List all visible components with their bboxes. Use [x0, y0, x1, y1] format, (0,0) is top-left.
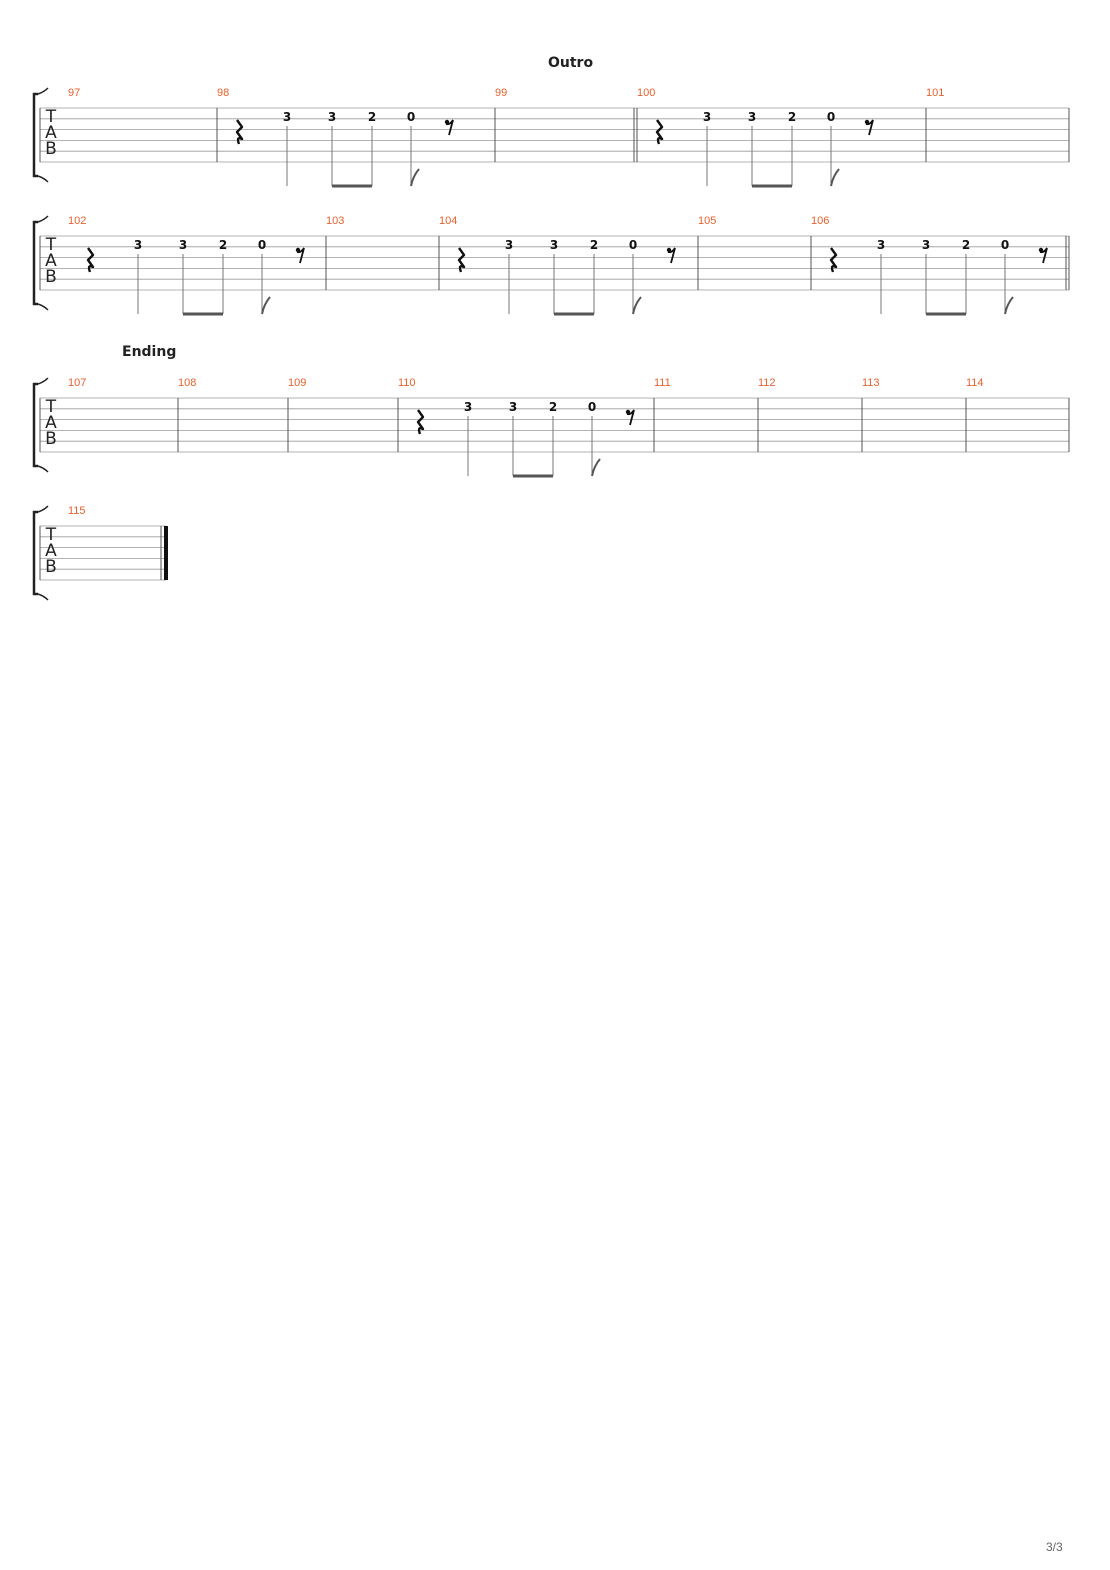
eighth-rest-dot — [295, 247, 301, 253]
fret-number: 3 — [877, 238, 885, 252]
fret-number: 3 — [703, 110, 711, 124]
measure-number: 101 — [926, 87, 944, 99]
quarter-rest — [829, 247, 838, 273]
eighth-flag — [261, 296, 271, 315]
tab-system: TAB 107 108 109 110 3 3 2 0 111 112 113 114 — [32, 377, 1070, 478]
fret-number: 3 — [283, 110, 291, 124]
eighth-flag — [410, 168, 420, 187]
fret-number: 3 — [179, 238, 187, 252]
fret-number: 3 — [464, 400, 472, 414]
measure-number: 114 — [966, 377, 984, 389]
measure-number: 98 — [217, 87, 229, 99]
fret-number: 3 — [509, 400, 517, 414]
tab-clef-letter: B — [45, 429, 57, 449]
tab-clef-letter: A — [45, 251, 57, 271]
measure-number: 99 — [495, 87, 507, 99]
measure-number: 97 — [68, 87, 80, 99]
quarter-rest — [235, 119, 244, 145]
eighth-rest — [626, 409, 635, 426]
fret-number: 3 — [505, 238, 513, 252]
system-bracket — [32, 382, 38, 468]
eighth-rest-dot — [444, 119, 450, 125]
tab-clef-letter: A — [45, 413, 57, 433]
fret-number: 2 — [219, 238, 227, 252]
eighth-rest-dot — [864, 119, 870, 125]
measure-number: 106 — [811, 215, 829, 227]
quarter-rest — [457, 247, 466, 273]
measure-number: 110 — [398, 377, 416, 389]
bracket-hook-top — [37, 505, 49, 513]
measure-number: 112 — [758, 377, 776, 389]
measure-number: 103 — [326, 215, 344, 227]
eighth-rest-dot — [625, 409, 631, 415]
tab-clef-letter: A — [45, 123, 57, 143]
eighth-rest — [865, 119, 874, 136]
measure-number: 102 — [68, 215, 86, 227]
eighth-rest-dot — [1038, 247, 1044, 253]
fret-number: 2 — [590, 238, 598, 252]
eighth-rest-dot — [666, 247, 672, 253]
tab-clef-letter: T — [45, 107, 57, 127]
eighth-flag — [632, 296, 642, 315]
fret-number: 0 — [258, 238, 266, 252]
tab-system: TAB 102 3 3 2 0 103 104 3 3 2 0 105 106 3 3 2 0 — [32, 215, 1070, 316]
measure-number: 100 — [637, 87, 655, 99]
fret-number: 0 — [827, 110, 835, 124]
eighth-flag — [1004, 296, 1014, 315]
bracket-hook-bottom — [37, 303, 49, 311]
bracket-hook-bottom — [37, 175, 49, 183]
eighth-rest — [445, 119, 454, 136]
bracket-hook-top — [37, 87, 49, 95]
system-bracket — [32, 220, 38, 306]
measure-number: 109 — [288, 377, 306, 389]
system-bracket — [32, 92, 38, 178]
eighth-rest — [296, 247, 305, 264]
fret-number: 3 — [328, 110, 336, 124]
fret-number: 0 — [629, 238, 637, 252]
section-label-outro: Outro — [548, 55, 594, 71]
measure-number: 107 — [68, 377, 86, 389]
fret-number: 0 — [407, 110, 415, 124]
bracket-hook-bottom — [37, 593, 49, 601]
eighth-flag — [591, 458, 601, 477]
fret-number: 3 — [748, 110, 756, 124]
tab-clef-letter: T — [45, 397, 57, 417]
measure-number: 115 — [68, 505, 86, 517]
fret-number: 2 — [788, 110, 796, 124]
bracket-hook-top — [37, 377, 49, 385]
fret-number: 2 — [368, 110, 376, 124]
eighth-flag — [830, 168, 840, 187]
bracket-hook-top — [37, 215, 49, 223]
fret-number: 0 — [588, 400, 596, 414]
fret-number: 2 — [962, 238, 970, 252]
fret-number: 0 — [1001, 238, 1009, 252]
measure-number: 105 — [698, 215, 716, 227]
eighth-rest — [667, 247, 676, 264]
measure-number: 104 — [439, 215, 457, 227]
eighth-rest — [1039, 247, 1048, 264]
tab-clef-letter: B — [45, 139, 57, 159]
tab-clef-letter: T — [45, 525, 57, 545]
section-label-ending: Ending — [122, 344, 177, 360]
tab-system: TAB 115 — [32, 505, 168, 601]
measure-number: 111 — [654, 377, 671, 389]
fret-number: 2 — [549, 400, 557, 414]
tab-clef-letter: T — [45, 235, 57, 255]
quarter-rest — [86, 247, 95, 273]
tab-clef-letter: B — [45, 267, 57, 287]
fret-number: 3 — [922, 238, 930, 252]
page-number: 3/3 — [1046, 1540, 1063, 1554]
quarter-rest — [655, 119, 664, 145]
tab-clef-letter: A — [45, 541, 57, 561]
measure-number: 113 — [862, 377, 880, 389]
fret-number: 3 — [134, 238, 142, 252]
fret-number: 3 — [550, 238, 558, 252]
measure-number: 108 — [178, 377, 196, 389]
tab-clef-letter: B — [45, 557, 57, 577]
tab-system: TAB 97 98 3 3 2 0 99 100 3 3 2 0 101 — [32, 87, 1070, 188]
system-bracket — [32, 510, 38, 596]
quarter-rest — [416, 409, 425, 435]
bracket-hook-bottom — [37, 465, 49, 473]
